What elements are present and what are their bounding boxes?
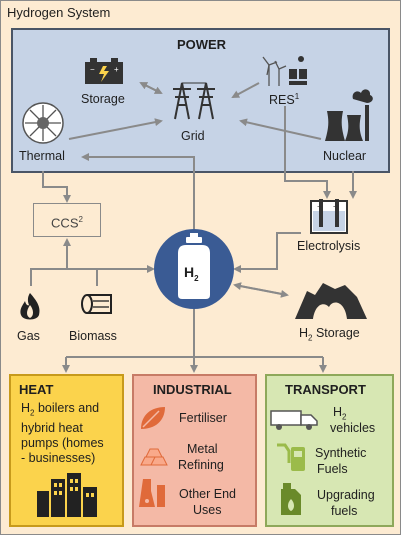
- power-title: POWER: [176, 37, 227, 52]
- arrow-storage-h2: [233, 282, 288, 296]
- diagram-title: Hydrogen System: [7, 5, 111, 20]
- fuels-label: Fuels: [317, 462, 348, 476]
- svg-text:−: −: [90, 65, 95, 74]
- refining-label: Refining: [178, 458, 224, 472]
- arrow-electrolysis-h2: [233, 232, 301, 273]
- turbine-icon: [22, 102, 64, 144]
- buildings-icon: [37, 473, 97, 517]
- h2-vehicles-h2: H2: [333, 405, 347, 422]
- vehicles-label: vehicles: [330, 421, 376, 435]
- transport-title: TRANSPORT: [285, 382, 366, 397]
- truck-icon: [270, 410, 318, 430]
- arrow-thermal-ccs: [42, 171, 71, 203]
- thermal-label: Thermal: [19, 149, 65, 163]
- metal-label: Metal: [187, 442, 218, 456]
- heat-description: H2 boilers and hybrid heat pumps (homes …: [21, 401, 104, 465]
- arrow-h2-thermal: [81, 153, 195, 229]
- battery-icon: − +: [85, 58, 123, 84]
- arrow-thermal-grid: [68, 118, 163, 140]
- arrow-gas-h2: [30, 265, 155, 286]
- fuel-pump-icon: [277, 443, 305, 471]
- jerrycan-icon: [281, 483, 301, 515]
- leaf-icon: [141, 407, 165, 429]
- svg-text:−: −: [317, 202, 322, 211]
- res-label: RES1: [269, 92, 300, 108]
- ingots-icon: [140, 448, 168, 466]
- nuclear-label: Nuclear: [323, 149, 367, 163]
- flame-icon: [20, 293, 40, 320]
- arrow-grid-storage: [139, 82, 162, 94]
- renewables-icon: [262, 56, 307, 86]
- h2-cylinder-icon: [154, 229, 234, 309]
- uses-label: Uses: [193, 503, 222, 517]
- pylon-icon: [173, 82, 215, 120]
- upgrading-label: Upgrading: [317, 488, 375, 502]
- flask-icon: [139, 479, 165, 507]
- synthetic-label: Synthetic: [315, 446, 367, 460]
- ccs-box: CCS2: [33, 203, 101, 237]
- other-uses-label: Other End: [179, 487, 236, 501]
- h2-center-label: H2: [184, 264, 199, 283]
- biomass-label: Biomass: [69, 329, 117, 343]
- cave-icon: [295, 283, 367, 319]
- arrow-res-grid: [231, 82, 260, 98]
- heat-title: HEAT: [19, 382, 54, 397]
- h2-storage-label: H2 Storage: [299, 326, 360, 343]
- storage-label: Storage: [81, 92, 125, 106]
- log-icon: [81, 294, 112, 314]
- nuclear-plant-icon: [325, 89, 373, 141]
- upgrading-fuels-label: fuels: [331, 504, 358, 518]
- arrow-nuclear-grid: [239, 118, 322, 140]
- arrow-res-electrolysis: [284, 106, 331, 199]
- power-section: [11, 28, 390, 173]
- heat-section: [9, 374, 124, 527]
- fertiliser-label: Fertiliser: [179, 411, 227, 425]
- electrolysis-label: Electrolysis: [297, 239, 361, 253]
- gas-label: Gas: [17, 329, 40, 343]
- industrial-title: INDUSTRIAL: [153, 382, 232, 397]
- grid-label: Grid: [181, 129, 205, 143]
- electrolyzer-icon: − +: [310, 199, 348, 234]
- svg-text:+: +: [333, 202, 338, 211]
- svg-text:+: +: [114, 65, 119, 74]
